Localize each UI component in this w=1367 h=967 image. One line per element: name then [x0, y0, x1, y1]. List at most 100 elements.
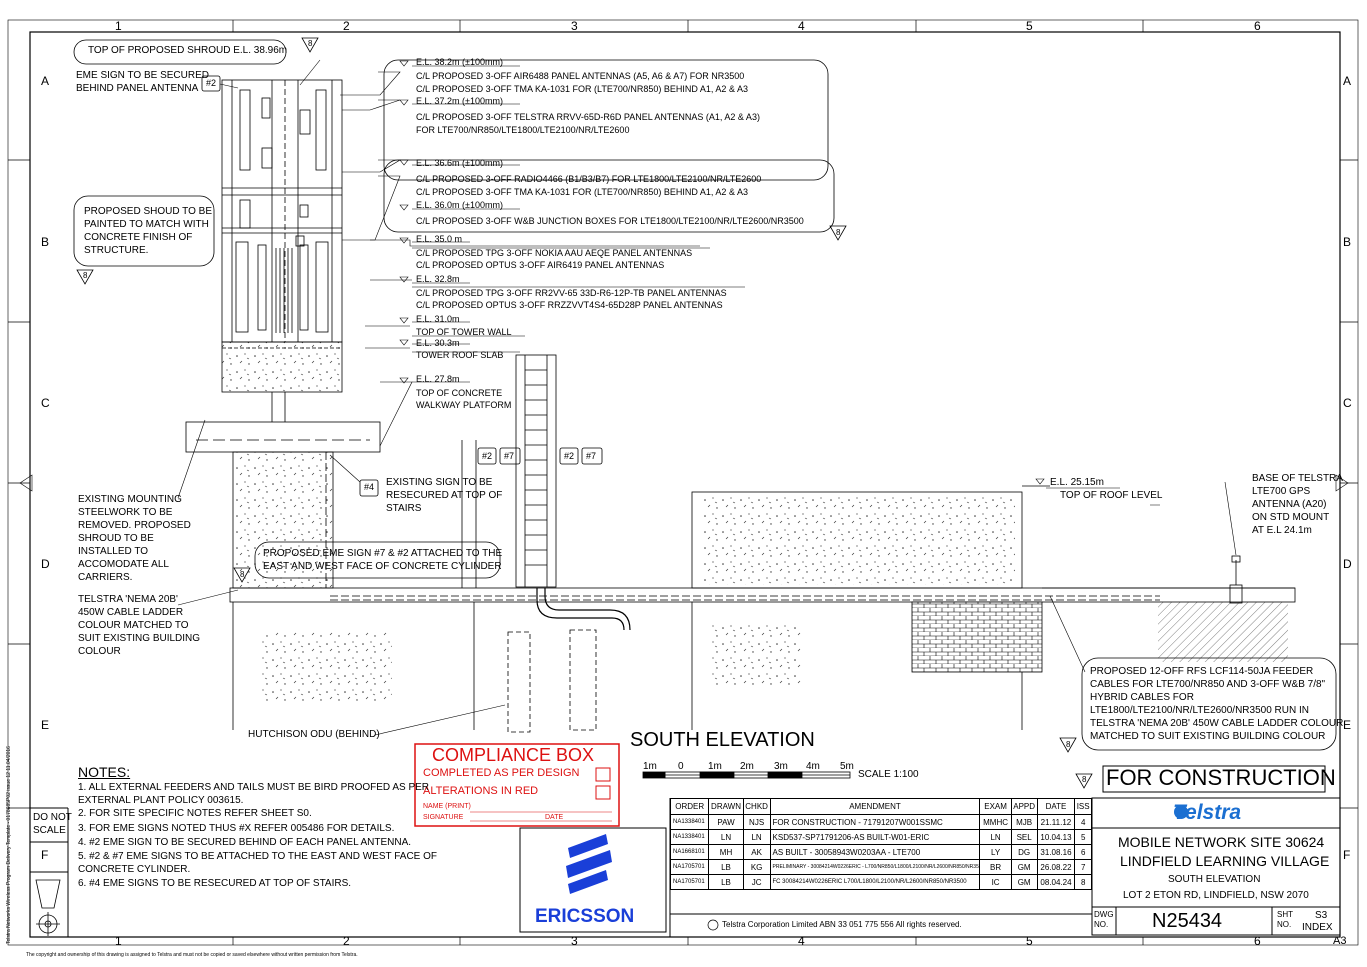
rev-cell: PAW — [708, 814, 744, 830]
note-2: 2. FOR SITE SPECIFIC NOTES REFER SHEET S… — [78, 808, 312, 819]
el-36-6: E.L. 36.6m (±100mm) — [416, 158, 503, 168]
paint-note-2: PAINTED TO MATCH WITH — [84, 219, 209, 230]
note-1b: EXTERNAL PLANT POLICY 003615. — [78, 795, 244, 806]
rev-cell: AK — [742, 844, 771, 860]
rev-cell: 8 — [1074, 874, 1092, 890]
rev-cell: LN — [708, 829, 744, 845]
tag-2-top: #2 — [206, 78, 217, 88]
rev-cell: NA1705701 — [669, 859, 710, 875]
note-1a: 1. ALL EXTERNAL FEEDERS AND TAILS MUST B… — [78, 782, 430, 793]
grid-row-a: A — [41, 74, 50, 88]
paint-note-4: STRUCTURE. — [84, 245, 149, 256]
dwg-label-1: DWG — [1094, 910, 1114, 919]
rev-cell: NA1705701 — [669, 874, 710, 890]
compliance-title: COMPLIANCE BOX — [432, 745, 595, 765]
grid-col-2: 2 — [343, 19, 350, 33]
el-38-2-line2: C/L PROPOSED 3-OFF TMA KA-1031 FOR (LTE7… — [416, 84, 748, 94]
drawing-title: SOUTH ELEVATION — [630, 729, 815, 751]
rev-triangle-4: 8 — [240, 570, 245, 579]
revision-row: NA1705701 LB KG PRELIMINARY - 30084214W0… — [669, 859, 1092, 875]
rev-cell: NA1668101 — [669, 844, 710, 860]
site-line-1: MOBILE NETWORK SITE 30624 — [1118, 834, 1325, 850]
gps-note-1: BASE OF TELSTRA — [1252, 473, 1343, 484]
telstra-logo-icon — [1174, 805, 1188, 819]
rev-triangle-2: 8 — [83, 271, 88, 280]
revision-row: NA1338401 LN LN KSD537-SP71791206-AS BUI… — [669, 829, 1092, 845]
gps-note-2: LTE700 GPS — [1252, 486, 1311, 497]
rev-cell: GM — [1010, 859, 1038, 875]
tag-7-stair-left: #7 — [504, 451, 515, 461]
do-not-scale-1: DO NOT — [33, 812, 72, 823]
feeder-note-6: MATCHED TO SUIT EXISTING BUILDING COLOUR — [1090, 731, 1326, 742]
odu-label: HUTCHISON ODU (BEHIND) — [248, 729, 380, 740]
existing-sign-1: EXISTING SIGN TO BE — [386, 477, 493, 488]
rev-cell: BR — [979, 859, 1012, 875]
grid-row-d: D — [41, 557, 50, 571]
grid-row-b-right: B — [1343, 235, 1352, 249]
scale-tick-1m: 1m — [708, 761, 722, 772]
rev-cell: DG — [1010, 844, 1038, 860]
site-line-3: SOUTH ELEVATION — [1168, 874, 1261, 885]
note-5a: 5. #2 & #7 EME SIGNS TO BE ATTACHED TO T… — [78, 851, 437, 862]
tag-2-stair-left: #2 — [482, 451, 493, 461]
rev-cell: 26.08.22 — [1036, 859, 1076, 875]
gps-note-3: ANTENNA (A20) — [1252, 499, 1327, 510]
rev-cell: FC 30084214W0226ERIC L700/L1800/L2100/NR… — [769, 874, 981, 890]
revision-table: ORDER DRAWN CHKD AMENDMENT EXAM APPD DAT… — [669, 798, 1092, 890]
el-27-8-line2: WALKWAY PLATFORM — [416, 400, 512, 410]
mounting-note-2: STEELWORK TO BE — [78, 507, 173, 518]
gps-note-5: AT E.L 24.1m — [1252, 525, 1312, 536]
ladder-note-3: COLOUR MATCHED TO — [78, 620, 189, 631]
ericsson-logo — [566, 834, 612, 894]
note-4: 4. #2 EME SIGN TO BE SECURED BEHIND OF E… — [78, 837, 412, 848]
paint-note-3: CONCRETE FINISH OF — [84, 232, 193, 243]
el-32-8-line2: C/L PROPOSED OPTUS 3-OFF RRZZVVT4S4-65D2… — [416, 300, 723, 310]
sht-label-2: NO. — [1277, 920, 1292, 929]
feeder-note-1: PROPOSED 12-OFF RFS LCF114-50JA FEEDER — [1090, 666, 1314, 677]
sht-label-1: SHT — [1277, 910, 1293, 919]
grid-col-3-bottom: 3 — [571, 934, 578, 948]
ericsson-wordmark: ERICSSON — [535, 906, 635, 927]
compliance-line-1: COMPLETED AS PER DESIGN — [423, 767, 580, 779]
rev-cell: LN — [979, 829, 1012, 845]
scale-tick-3m: 3m — [774, 761, 788, 772]
col-exam: EXAM — [979, 798, 1012, 815]
rev-cell: LB — [708, 874, 744, 890]
feeder-note-2: CABLES FOR LTE700/NR850 AND 3-OFF W&B 7/… — [1090, 679, 1326, 690]
rev-cell: NA1338401 — [669, 829, 710, 845]
grid-col-4: 4 — [798, 19, 805, 33]
ladder-note-4: SUIT EXISTING BUILDING — [78, 633, 201, 644]
gps-note-4: ON STD MOUNT — [1252, 512, 1330, 523]
grid-row-e: E — [41, 718, 50, 732]
sheet-number: S3 — [1315, 910, 1328, 921]
el-31-0-line1: TOP OF TOWER WALL — [416, 327, 512, 337]
for-construction-stamp: FOR CONSTRUCTION — [1106, 765, 1336, 790]
rev-cell: 5 — [1074, 829, 1092, 845]
revision-header-row: ORDER DRAWN CHKD AMENDMENT EXAM APPD DAT… — [669, 798, 1092, 815]
el-38-2-line1: C/L PROPOSED 3-OFF AIR6488 PANEL ANTENNA… — [416, 71, 745, 81]
grid-col-2-bottom: 2 — [343, 934, 350, 948]
grid-row-f: F — [41, 848, 49, 862]
rev-cell: SEL — [1010, 829, 1038, 845]
rev-triangle-1: 8 — [308, 39, 313, 48]
feeder-note-4: LTE1800/LTE2100/NR/LTE2600/NR3500 RUN IN — [1090, 705, 1309, 716]
el-35-0: E.L. 35.0 m — [416, 234, 463, 244]
rev-cell: LB — [708, 859, 744, 875]
el-37-2-line2: FOR LTE700/NR850/LTE1800/LTE2100/NR/LTE2… — [416, 125, 630, 135]
feeder-note-3: HYBRID CABLES FOR — [1090, 692, 1194, 703]
compliance-date: DATE — [545, 814, 564, 821]
rev-cell: KSD537-SP71791206-AS BUILT-W01-ERIC — [769, 829, 981, 845]
rev-triangle-3: 8 — [836, 228, 841, 237]
feeder-note-5: TELSTRA 'NEMA 20B' 450W CABLE LADDER COL… — [1090, 718, 1344, 729]
rev-cell: 7 — [1074, 859, 1092, 875]
revision-row: NA1668101 MH AK AS BUILT - 30058943W0203… — [669, 844, 1092, 860]
rev-cell: LN — [742, 829, 771, 845]
col-appd: APPD — [1010, 798, 1038, 815]
el-30-3: E.L. 30.3m — [416, 338, 460, 348]
el-32-8-line1: C/L PROPOSED TPG 3-OFF RR2VV-65 33D-R6-1… — [416, 288, 727, 298]
rev-cell: NJS — [742, 814, 771, 830]
el-31-0: E.L. 31.0m — [416, 314, 460, 324]
rev-cell: 21.11.12 — [1036, 814, 1076, 830]
note-6: 6. #4 EME SIGNS TO BE RESECURED AT TOP O… — [78, 878, 352, 889]
compliance-line-2: ALTERATIONS IN RED — [423, 785, 539, 797]
